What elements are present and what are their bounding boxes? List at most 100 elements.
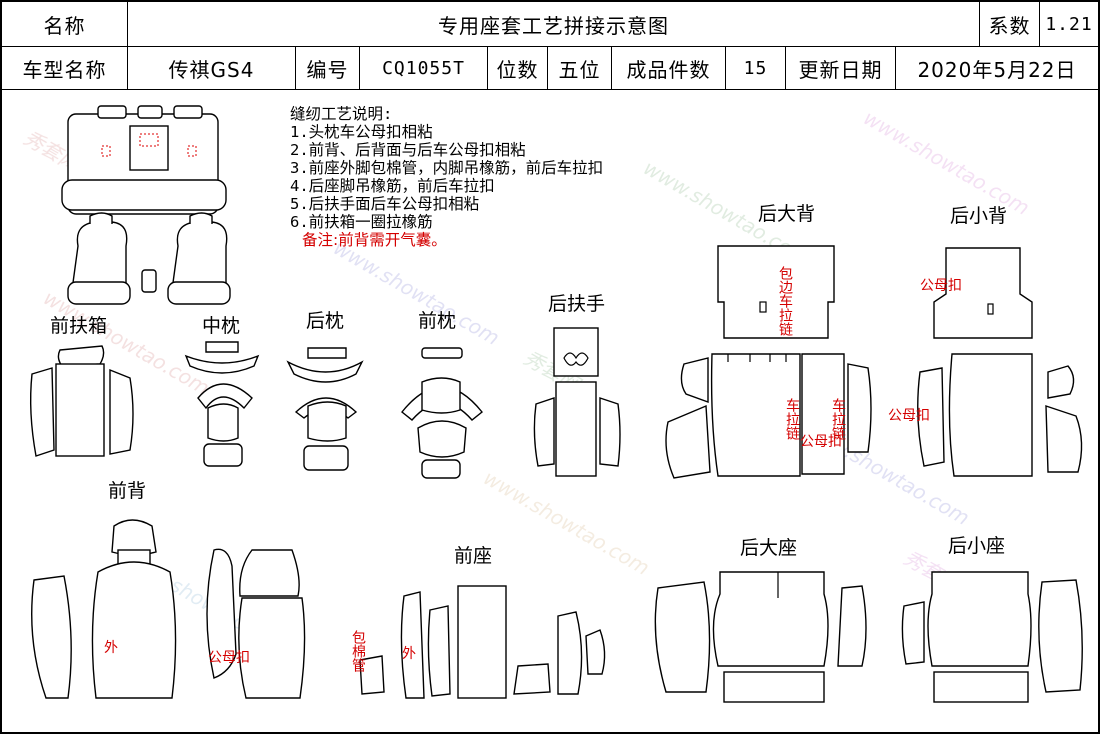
rear-big-back-top xyxy=(717,245,835,339)
coef-label: 系数 xyxy=(980,2,1040,47)
rear-big-back-main xyxy=(710,353,801,477)
front-seat-right-tab xyxy=(585,629,606,675)
front-seat-right-headrest xyxy=(189,212,213,224)
rear-small-back-right-bottom xyxy=(1045,405,1083,473)
rear-headrest-top xyxy=(286,360,364,383)
front-armbox-overview xyxy=(141,269,157,293)
rear-armrest-right xyxy=(599,397,621,467)
label-front-back: 前背 xyxy=(108,480,146,502)
front-headrest-tab xyxy=(421,347,463,359)
mid-headrest-arc xyxy=(197,383,253,410)
rear-big-back-right-strip xyxy=(847,363,872,453)
front-seat-center xyxy=(457,585,507,699)
watermark-url: www.showtao.com xyxy=(480,466,654,580)
rear-big-seat-front xyxy=(723,671,825,703)
front-headrest-pieces xyxy=(401,347,483,479)
mid-headrest-face xyxy=(207,403,239,442)
slot-mark xyxy=(987,303,994,315)
front-headrest-face xyxy=(417,420,467,458)
front-seat-small-flap xyxy=(513,663,551,695)
sheet-title: 专用座套工艺拼接示意图 xyxy=(128,2,980,47)
note-front-back-snap: 公母扣 xyxy=(208,650,250,666)
rear-headrest-bottom xyxy=(303,445,349,471)
rear-small-seat-pieces xyxy=(901,571,1083,703)
note-front-seat-cotton: 包棉管 xyxy=(350,630,366,672)
annotations: 包边车拉链 车拉链 车拉链 公母扣 公母扣 公母扣 外 公母扣 包棉管 外 xyxy=(104,266,962,672)
seats-value: 五位 xyxy=(548,47,612,90)
update-value: 2020年5月22日 xyxy=(896,47,1098,90)
pieces-value: 15 xyxy=(726,47,786,90)
code-label: 编号 xyxy=(296,47,360,90)
code-value: CQ1055T xyxy=(360,47,488,90)
rear-small-back-right-top xyxy=(1047,365,1075,399)
label-rear-armrest: 后扶手 xyxy=(548,293,605,315)
front-seat-right-strip xyxy=(557,611,583,695)
label-rear-big-back: 后大背 xyxy=(758,203,815,225)
front-back-right-wing xyxy=(206,548,237,679)
rear-armrest-center xyxy=(555,381,597,477)
rear-armrest-left xyxy=(533,397,555,467)
seat-overview xyxy=(61,105,231,305)
front-seat-right-cushion xyxy=(167,281,231,305)
rear-big-seat-left-wing xyxy=(654,581,711,693)
label-rear-small-seat: 后小座 xyxy=(948,535,1005,557)
coef-value: 1.21 xyxy=(1040,2,1098,47)
cupholder-mark xyxy=(563,352,589,366)
rear-big-back-side-bottom xyxy=(665,404,711,479)
front-headrest-bottom xyxy=(421,459,461,479)
label-front-armbox: 前扶箱 xyxy=(50,315,107,337)
slot-mark xyxy=(759,301,767,313)
sewing-notes: 缝纫工艺说明: 1.头枕车公母扣相粘 2.前背、后背面与后车公母扣相粘 3.前座… xyxy=(290,105,603,249)
armbox-right-side xyxy=(109,368,134,455)
label-rear-big-seat: 后大座 xyxy=(740,537,797,559)
note-snap-center: 公母扣 xyxy=(800,434,842,450)
notes-item: 5.后扶手面后车公母扣相粘 xyxy=(290,195,480,213)
snap-mark xyxy=(187,145,197,157)
mid-headrest-tab xyxy=(205,341,239,353)
label-rear-headrest: 后枕 xyxy=(306,310,344,332)
snap-mark xyxy=(101,145,111,157)
rear-small-seat-front xyxy=(933,671,1029,703)
seats-label: 位数 xyxy=(488,47,548,90)
rear-headrest-mid xyxy=(137,105,163,119)
front-headrest-upper xyxy=(421,377,461,414)
rear-small-seat-left-strip xyxy=(901,601,925,665)
front-back-rear-panel xyxy=(238,597,306,699)
rear-big-seat-main xyxy=(712,571,829,667)
pieces-label: 成品件数 xyxy=(612,47,726,90)
front-back-main xyxy=(91,561,177,699)
note-snap-small-back-top: 公母扣 xyxy=(920,278,962,294)
front-seat-left-cushion xyxy=(67,281,131,305)
rear-small-back-left xyxy=(917,367,945,467)
front-back-pieces xyxy=(31,519,306,699)
label-front-seat: 前座 xyxy=(454,545,492,567)
note-front-back-outer: 外 xyxy=(104,640,118,656)
model-label: 车型名称 xyxy=(2,47,128,90)
front-seat-outer-foot xyxy=(359,655,385,695)
rear-armrest-flap xyxy=(129,125,169,171)
snap-mark xyxy=(139,133,159,147)
front-back-top-panel xyxy=(239,549,300,597)
rear-small-seat-right-wing xyxy=(1038,579,1083,693)
rear-headrest-face xyxy=(307,401,347,442)
label-middle-headrest: 中枕 xyxy=(202,315,240,337)
rear-big-back-side-top xyxy=(680,357,709,403)
rear-big-seat-right-strip xyxy=(837,585,867,667)
rear-headrest-left xyxy=(97,105,127,119)
notes-item: 6.前扶箱一圈拉橡筋 xyxy=(290,213,433,231)
name-label: 名称 xyxy=(2,2,128,47)
note-zipper-left: 车拉链 xyxy=(784,397,800,441)
notes-item: 3.前座外脚包棉管，内脚吊橡筋，前后车拉扣 xyxy=(290,159,604,177)
mid-headrest-top xyxy=(184,354,260,374)
rear-big-back-pieces xyxy=(665,245,872,479)
front-seat-pieces xyxy=(359,585,606,699)
note-edge-zipper: 包边车拉链 xyxy=(777,266,793,337)
watermark-url: www.showtao.com xyxy=(330,236,504,350)
notes-item: 2.前背、后背面与后车公母扣相粘 xyxy=(290,141,526,159)
mid-headrest-bottom xyxy=(203,443,243,467)
rear-big-seat-pieces xyxy=(654,571,867,703)
rear-headrest-right xyxy=(173,105,203,119)
model-value: 传祺GS4 xyxy=(128,47,296,90)
